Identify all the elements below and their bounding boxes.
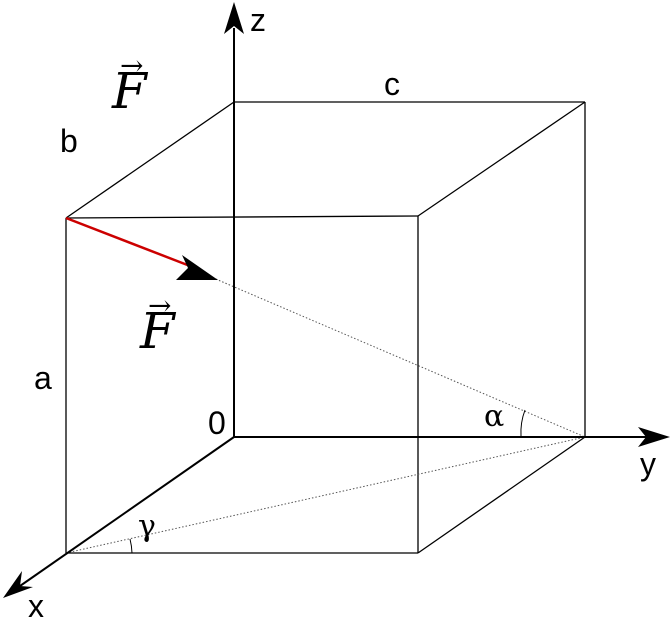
force-symbol: F — [112, 62, 147, 120]
edge-top-left-back — [65, 101, 235, 219]
gamma-arc — [129, 538, 133, 554]
gamma-label: γ — [138, 509, 156, 544]
edge-top-front — [65, 215, 419, 219]
edge-a-label: a — [34, 360, 52, 396]
force-symbol: F — [140, 302, 175, 360]
alpha-label: α — [484, 399, 505, 434]
force-vector — [65, 216, 191, 268]
x-axis-label: x — [28, 588, 44, 624]
dotted-diagonal-base — [65, 436, 586, 554]
vector-arrow-icon: → — [120, 49, 144, 82]
force-vector-arrowhead — [176, 255, 218, 280]
vector-arrow-icon: → — [148, 289, 172, 322]
origin-label: 0 — [208, 405, 226, 441]
alpha-arc — [520, 409, 526, 437]
force-label-mid: →F — [140, 292, 175, 357]
dotted-diagonal-force — [189, 267, 586, 438]
edge-b-label: b — [60, 123, 78, 159]
x-axis-arrowhead — [3, 571, 33, 598]
y-axis-arrowhead — [638, 427, 670, 447]
edge-bottom-right — [417, 436, 586, 554]
y-axis-label: y — [640, 446, 656, 482]
edge-top-right-back — [417, 101, 586, 217]
z-axis-arrowhead — [224, 2, 244, 34]
z-axis-label: z — [250, 2, 266, 38]
x-axis — [19, 436, 235, 587]
force-label-top: →F — [112, 52, 147, 117]
edge-c-label: c — [384, 66, 400, 102]
